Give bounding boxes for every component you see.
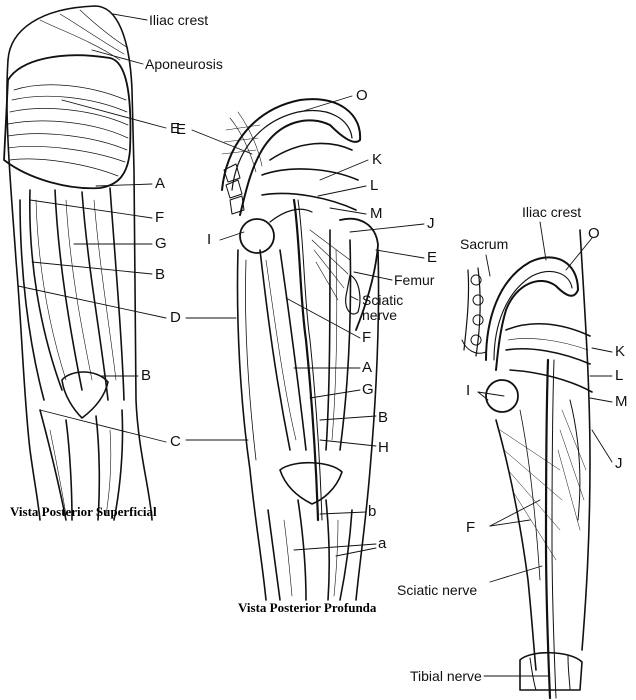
label-tibial-nerve: Tibial nerve: [410, 668, 482, 684]
label-K-middle: K: [372, 151, 383, 168]
superficial-figure: [3, 5, 153, 521]
label-b-middle: b: [368, 503, 377, 520]
label-L-middle: L: [370, 177, 379, 194]
label-E-middle-upper: E: [176, 121, 187, 138]
label-B-left-lower: B: [141, 367, 152, 384]
label-iliac-crest-right: Iliac crest: [522, 204, 582, 220]
label-femur: Femur: [394, 272, 435, 288]
label-G-middle: G: [362, 381, 374, 398]
label-A-middle: A: [362, 359, 373, 376]
label-E-left: E: [170, 120, 181, 137]
label-O-middle: O: [356, 87, 368, 104]
label-A-left: A: [155, 175, 166, 192]
label-F-left: F: [155, 209, 165, 226]
label-F-middle: F: [362, 329, 372, 346]
label-M-middle: M: [370, 205, 383, 222]
label-C-left: C: [170, 433, 181, 450]
label-L-right: L: [615, 367, 624, 384]
label-F-right: F: [466, 519, 476, 536]
label-G-left: G: [155, 235, 167, 252]
label-B-left-upper: B: [155, 266, 166, 283]
label-O-right: O: [588, 225, 600, 242]
label-B-middle: B: [378, 409, 389, 426]
label-D-left: D: [170, 309, 181, 326]
label-M-right: M: [615, 393, 628, 410]
caption-deep: Vista Posterior Profunda: [238, 600, 377, 615]
label-sciatic-nerve-right: Sciatic nerve: [397, 582, 478, 598]
label-K-right: K: [615, 343, 626, 360]
label-I-right: I: [466, 382, 471, 399]
label-J-right: J: [615, 455, 623, 472]
right-figure: [461, 229, 593, 700]
label-sciatic-nerve-middle: Sciatic nerve: [362, 292, 404, 323]
label-iliac-crest-left: Iliac crest: [149, 12, 209, 28]
caption-superficial: Vista Posterior Superficial: [10, 504, 157, 519]
label-I-middle: I: [207, 231, 212, 248]
label-a-middle: a: [378, 535, 387, 552]
label-aponeurosis: Aponeurosis: [145, 56, 223, 72]
label-J-middle: J: [427, 215, 435, 232]
label-sacrum: Sacrum: [460, 236, 509, 252]
leader-lines: [17, 13, 613, 677]
label-H-middle: H: [378, 439, 389, 456]
deep-figure: [221, 98, 380, 601]
label-E-middle-lower: E: [427, 249, 438, 266]
